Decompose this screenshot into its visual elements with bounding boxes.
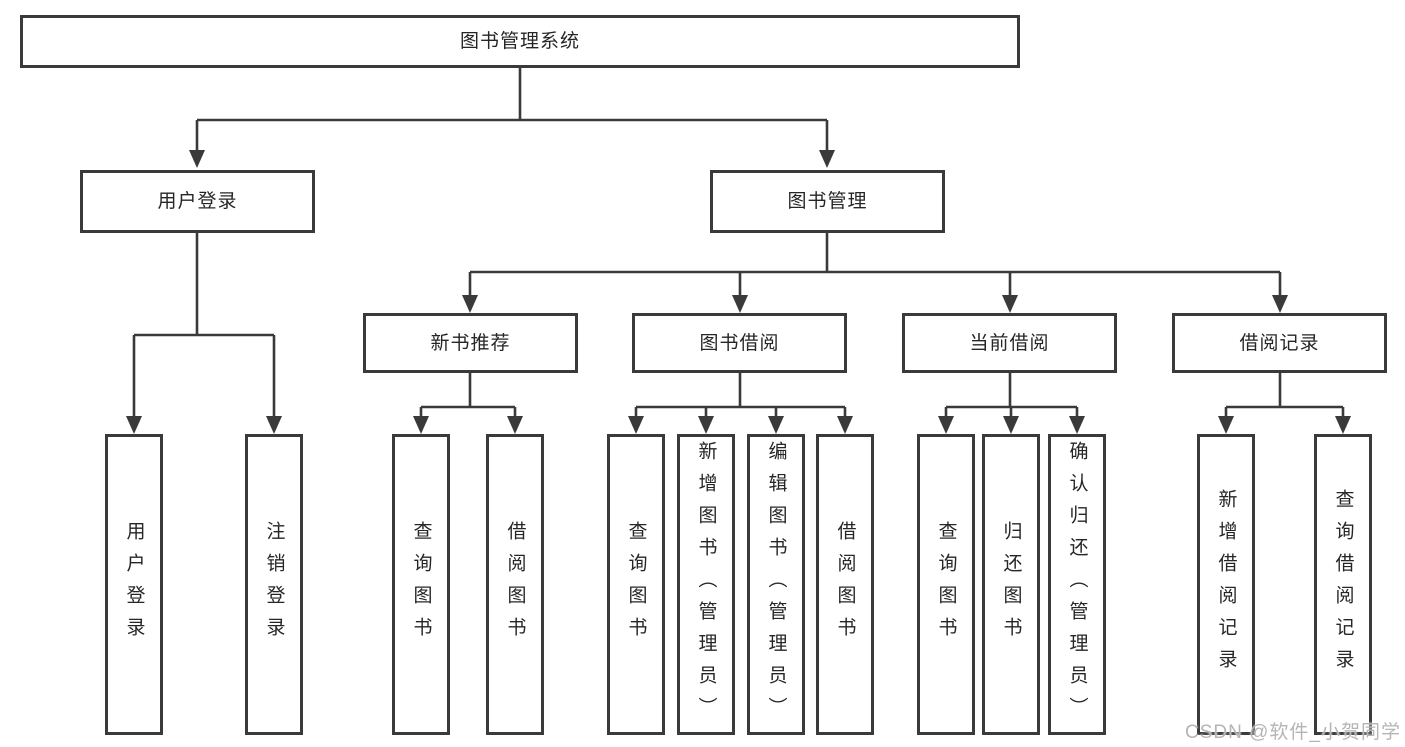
node-label: 查询借阅记录 — [1332, 488, 1354, 681]
node-label: 查询图书 — [935, 520, 957, 649]
csdn-watermark: CSDN @软件_小贺同学 — [1185, 722, 1401, 743]
leaf-user-login: 用户登录 — [105, 434, 163, 735]
node-label: 用户登录 — [123, 520, 145, 649]
node-label: 借阅图书 — [834, 520, 856, 649]
node-label: 新书推荐 — [430, 332, 511, 354]
node-borrow-records: 借阅记录 — [1172, 313, 1387, 373]
node-current-borrow: 当前借阅 — [902, 313, 1117, 373]
node-library-system: 图书管理系统 — [20, 15, 1020, 68]
node-label: 图书管理 — [787, 191, 868, 212]
node-label: 借阅图书 — [504, 520, 526, 649]
leaf-add-borrow-record: 新增借阅记录 — [1197, 434, 1255, 735]
leaf-query-books-borrow: 查询图书 — [607, 434, 665, 735]
node-label: 编辑图书（管理员） — [765, 440, 787, 729]
node-label: 借阅记录 — [1239, 332, 1320, 354]
node-new-book-recommend: 新书推荐 — [363, 313, 578, 373]
leaf-logout: 注销登录 — [245, 434, 303, 735]
leaf-query-books-recommend: 查询图书 — [392, 434, 450, 735]
leaf-edit-book-admin: 编辑图书（管理员） — [747, 434, 805, 735]
node-label: 用户登录 — [157, 191, 238, 212]
leaf-query-books-current: 查询图书 — [917, 434, 975, 735]
leaf-add-book-admin: 新增图书（管理员） — [677, 434, 735, 735]
leaf-borrow-books-recommend: 借阅图书 — [486, 434, 544, 735]
leaf-return-book: 归还图书 — [982, 434, 1040, 735]
node-user-login: 用户登录 — [80, 170, 315, 233]
node-label: 归还图书 — [1000, 520, 1022, 649]
node-label: 新增图书（管理员） — [695, 440, 717, 729]
node-book-borrow: 图书借阅 — [632, 313, 847, 373]
node-label: 图书管理系统 — [459, 31, 580, 52]
leaf-query-borrow-record: 查询借阅记录 — [1314, 434, 1372, 735]
node-label: 当前借阅 — [969, 332, 1050, 354]
leaf-borrow-books: 借阅图书 — [816, 434, 874, 735]
node-label: 查询图书 — [625, 520, 647, 649]
node-label: 图书借阅 — [699, 332, 780, 354]
node-label: 新增借阅记录 — [1215, 488, 1237, 681]
node-book-management: 图书管理 — [710, 170, 945, 233]
node-label: 确认归还（管理员） — [1066, 440, 1088, 729]
node-label: 查询图书 — [410, 520, 432, 649]
leaf-confirm-return-admin: 确认归还（管理员） — [1048, 434, 1106, 735]
node-label: 注销登录 — [263, 520, 285, 649]
